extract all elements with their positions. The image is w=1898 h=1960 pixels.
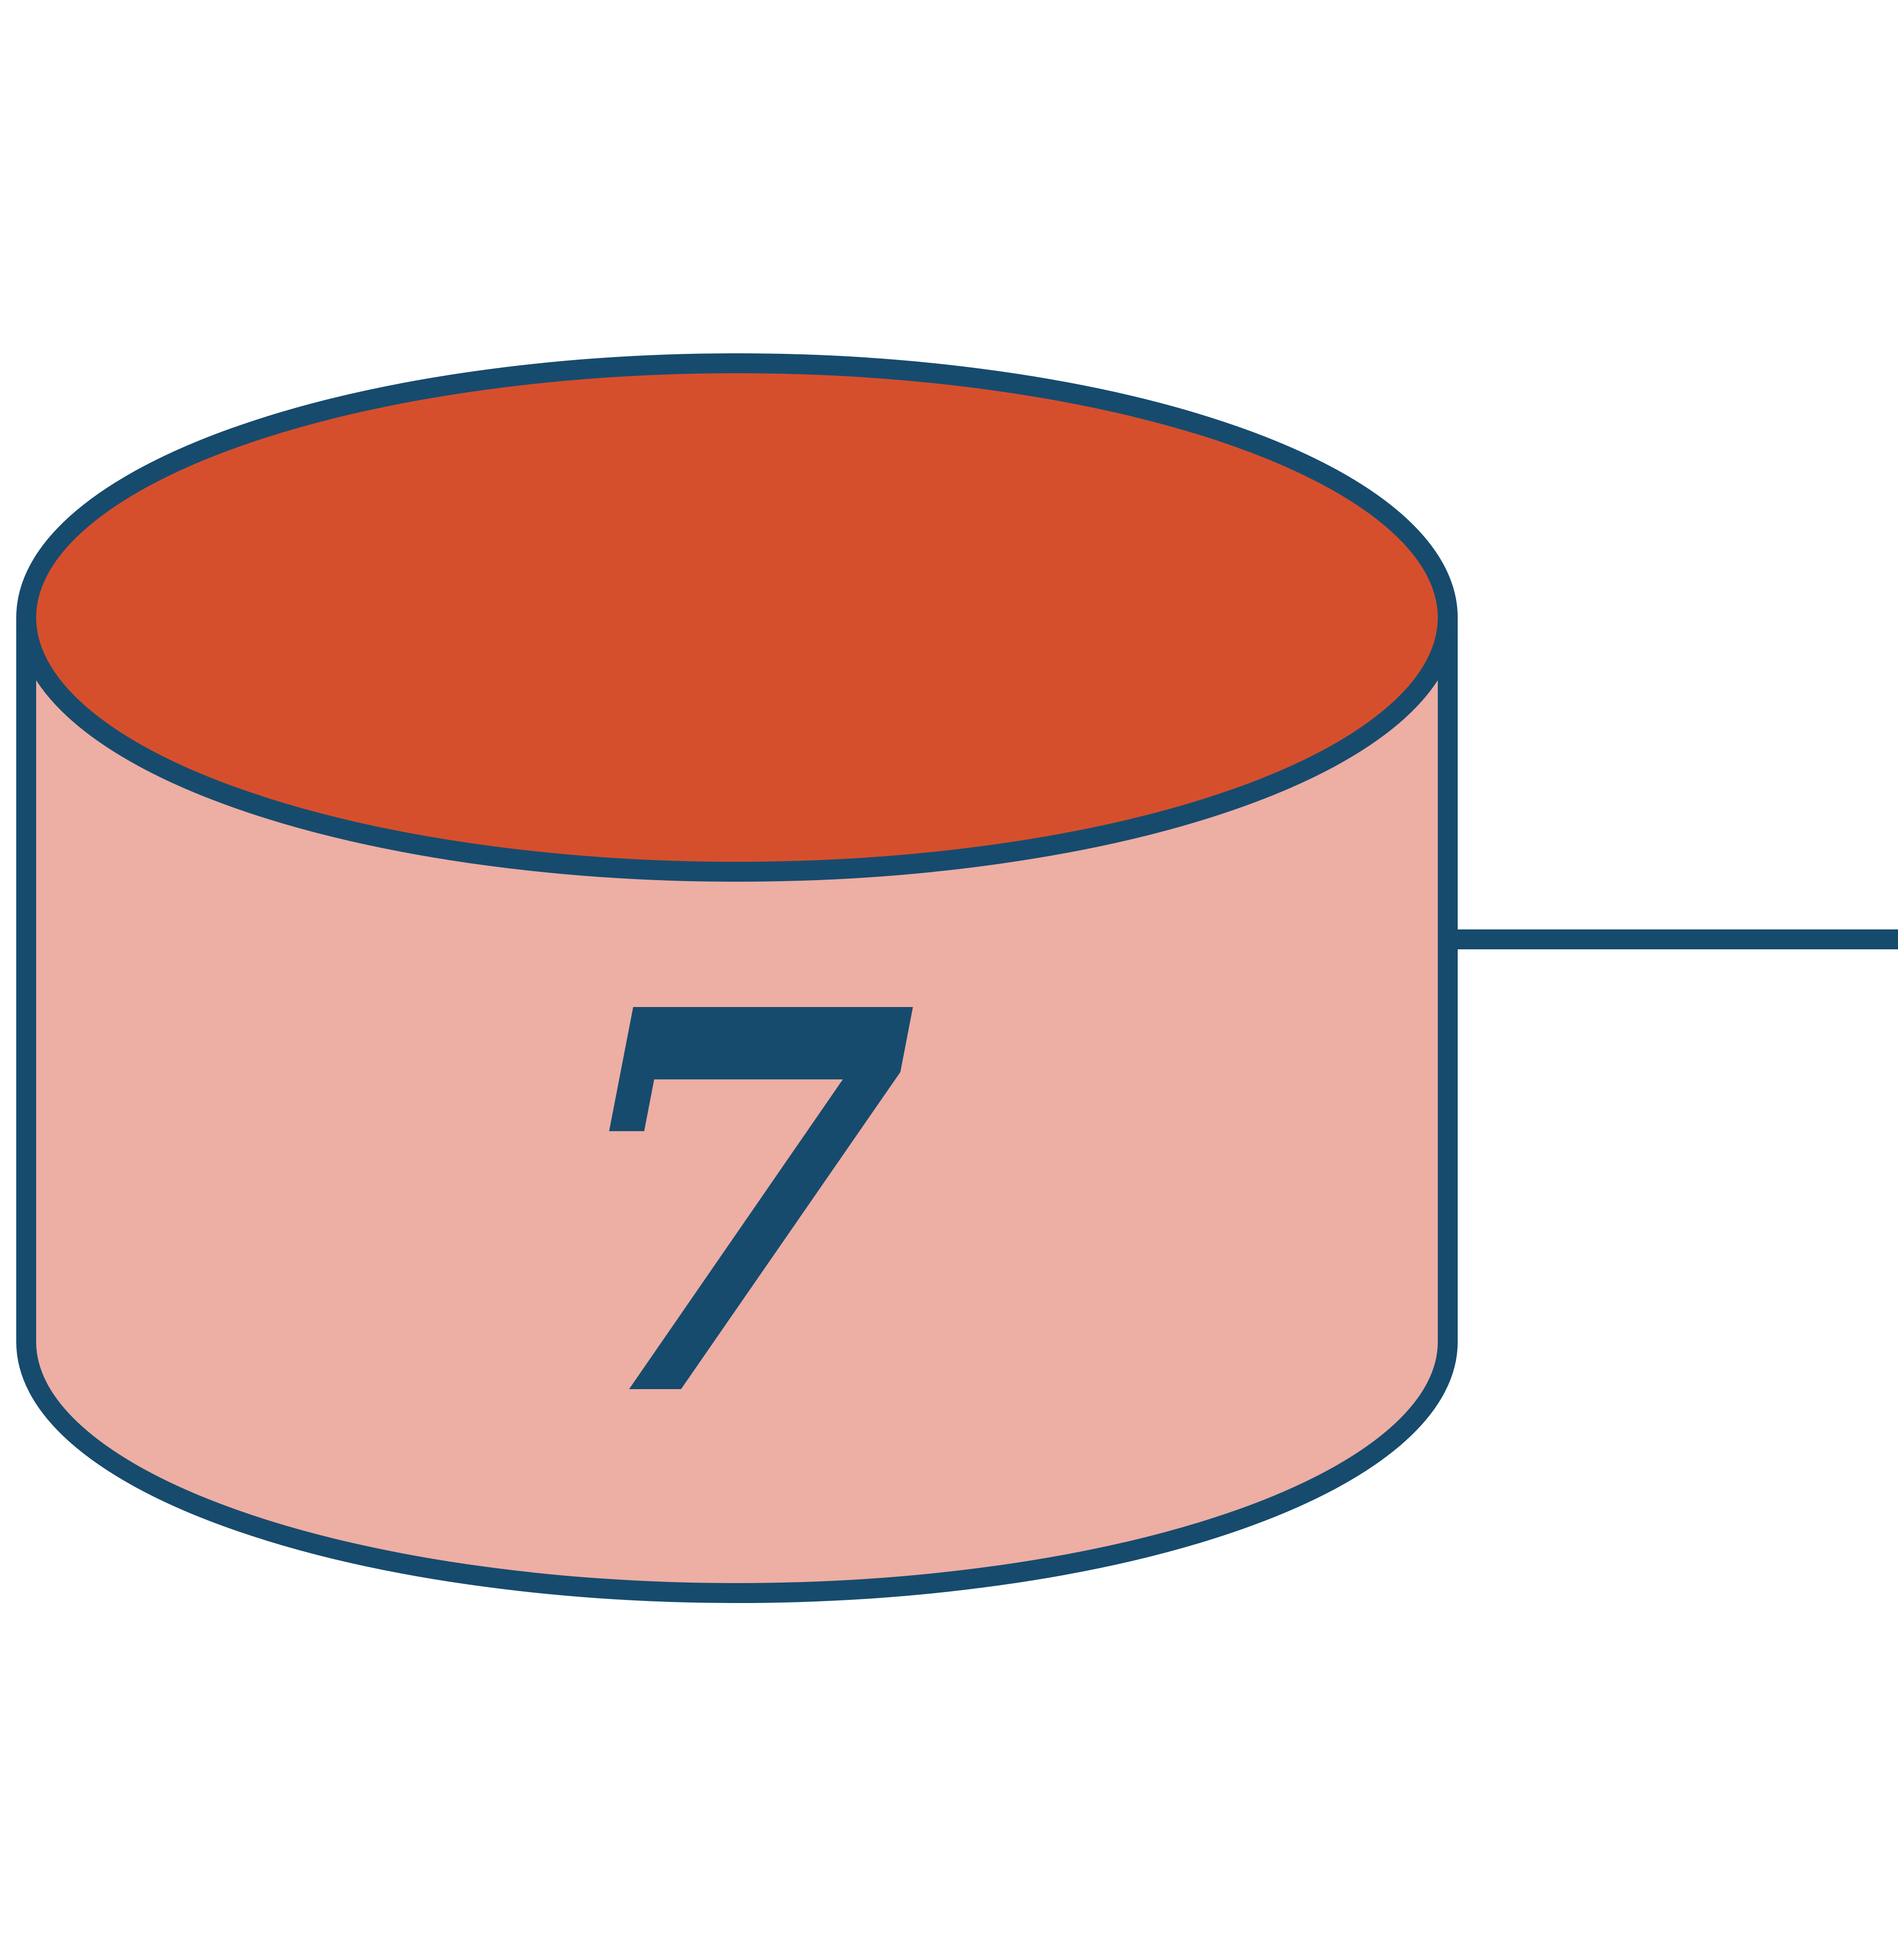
cylinder-body: [16, 608, 1458, 1603]
cylinder-top: [16, 353, 1458, 882]
cylinder-label: 7: [555, 897, 919, 1513]
